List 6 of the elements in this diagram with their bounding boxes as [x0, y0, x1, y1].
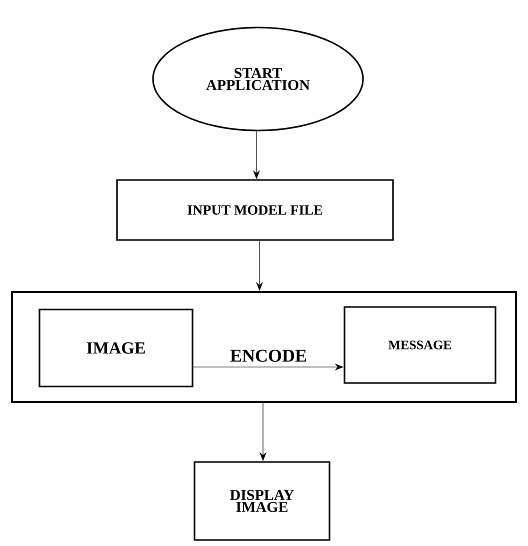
process-box: IMAGE: [38, 308, 194, 388]
group-box: [11, 291, 517, 403]
edge-label: ENCODE: [229, 348, 308, 363]
process-box: DISPLAY IMAGE: [194, 461, 330, 541]
process-box: INPUT MODEL FILE: [116, 179, 394, 241]
process-box: MESSAGE: [344, 306, 496, 384]
